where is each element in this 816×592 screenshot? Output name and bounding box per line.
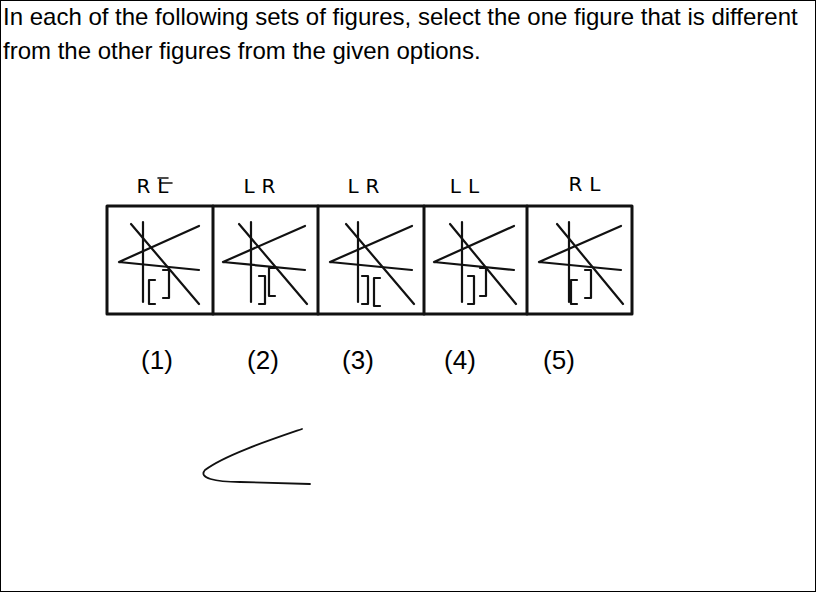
annotation: RL	[568, 172, 607, 196]
option-number: (1)	[141, 345, 173, 376]
annotation: LR	[243, 174, 282, 198]
annotation: LR	[347, 174, 386, 198]
annotation: RL	[136, 174, 175, 198]
annotation: LL	[450, 174, 486, 198]
option-number: (5)	[543, 345, 575, 376]
figure-row	[107, 206, 632, 314]
figure	[330, 222, 414, 306]
divider	[212, 206, 215, 314]
divider	[317, 206, 320, 314]
divider	[423, 206, 426, 314]
figure	[119, 222, 199, 304]
question-text: In each of the following sets of figures…	[3, 0, 809, 68]
figure	[223, 222, 307, 304]
hand-stroke	[203, 429, 310, 484]
divider	[526, 206, 529, 314]
option-number: (3)	[342, 345, 374, 376]
option-number: (4)	[444, 345, 476, 376]
option-number: (2)	[247, 345, 279, 376]
figure	[434, 222, 516, 304]
figure	[539, 222, 623, 304]
